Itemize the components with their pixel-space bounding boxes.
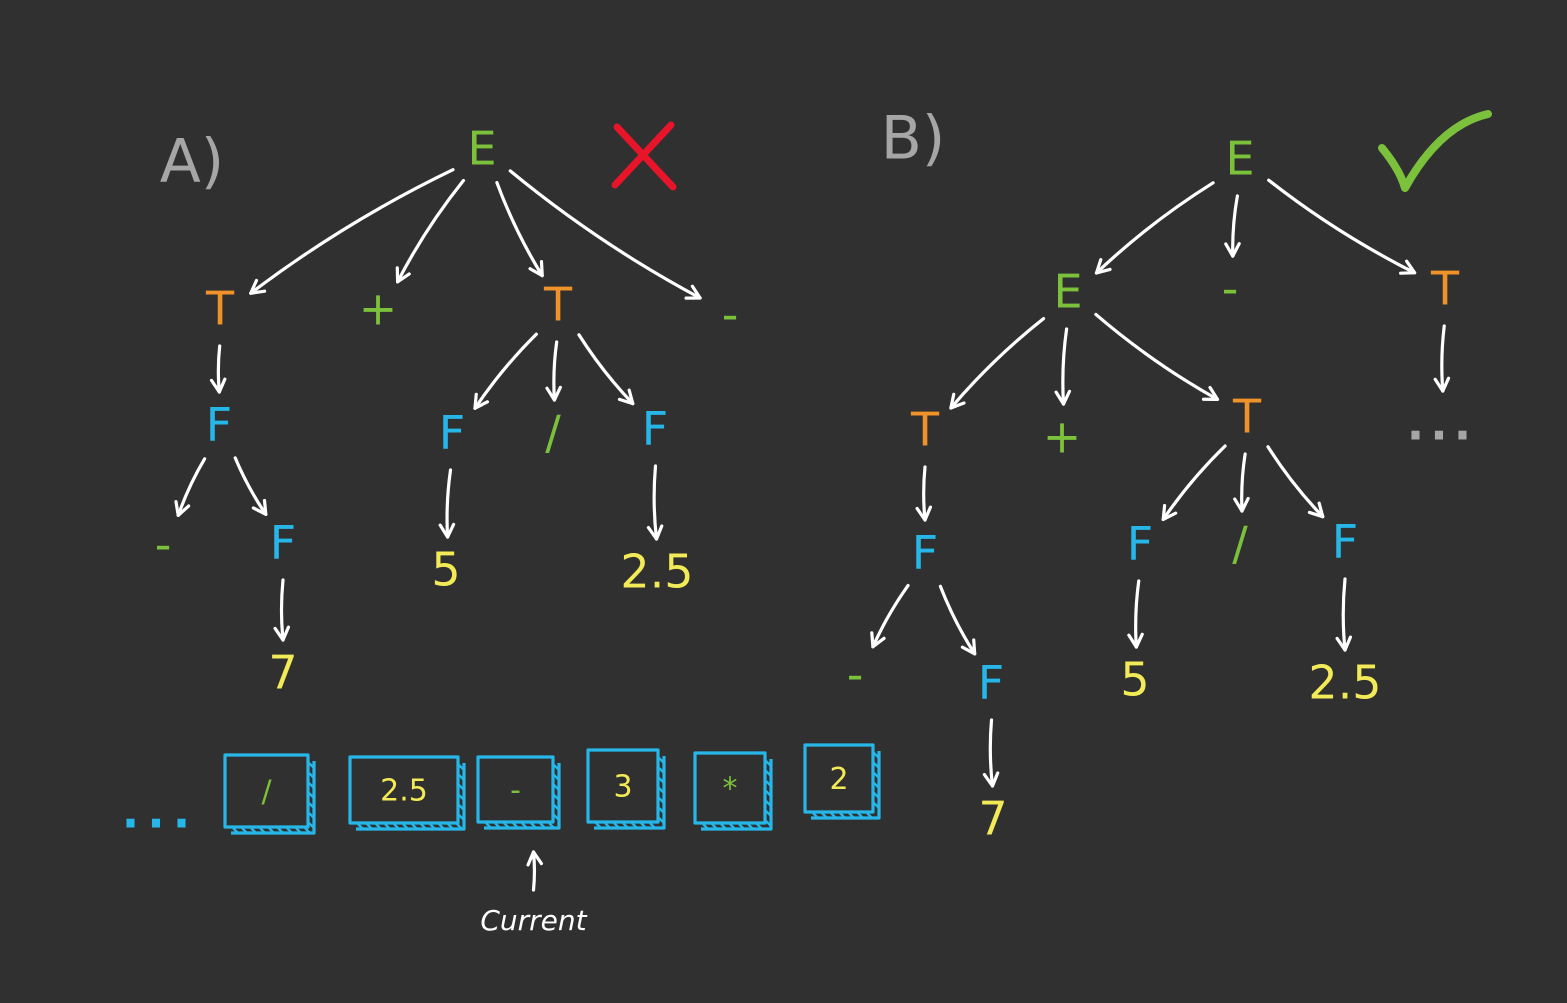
node-op: / bbox=[545, 406, 561, 460]
node-e: E bbox=[1053, 265, 1082, 319]
tree-edge bbox=[545, 340, 562, 402]
tree-edge bbox=[1094, 181, 1215, 275]
token-box: 3 bbox=[586, 748, 666, 830]
node-e: E bbox=[467, 122, 496, 176]
tree-edge bbox=[473, 332, 538, 410]
node-t: T bbox=[1430, 262, 1460, 316]
tree-edge bbox=[233, 456, 268, 516]
tree-edge bbox=[1224, 194, 1241, 258]
tree-edge bbox=[938, 584, 977, 656]
tree-edge bbox=[508, 169, 702, 300]
tree-edge bbox=[1433, 324, 1451, 393]
current-label: Current bbox=[480, 904, 587, 937]
token-text: 2.5 bbox=[380, 774, 428, 809]
token-text: 2 bbox=[829, 762, 848, 797]
tree-edge bbox=[1054, 327, 1072, 406]
tree-edge bbox=[209, 344, 227, 394]
node-t: T bbox=[910, 403, 940, 457]
tree-edge bbox=[1266, 445, 1325, 519]
node-num: 5 bbox=[431, 543, 460, 597]
node-op: + bbox=[359, 282, 398, 336]
node-op: - bbox=[722, 288, 739, 342]
node-op: / bbox=[1232, 517, 1248, 571]
current-pointer-arrow bbox=[526, 850, 544, 892]
tree-edge bbox=[982, 718, 1000, 788]
tree-edge bbox=[495, 180, 544, 278]
token-box: 2 bbox=[803, 743, 881, 820]
node-t: T bbox=[1232, 390, 1262, 444]
tree-edge bbox=[249, 168, 455, 295]
tree-edge bbox=[273, 578, 291, 642]
token-box: - bbox=[476, 755, 561, 830]
tree-edge bbox=[577, 333, 635, 406]
token-text: * bbox=[723, 772, 738, 807]
tree-edge bbox=[1335, 577, 1353, 652]
node-f: F bbox=[439, 406, 465, 460]
token-box: / bbox=[223, 753, 316, 835]
tree-edge bbox=[949, 317, 1046, 410]
tree-edge bbox=[646, 464, 664, 541]
node-num: 2.5 bbox=[620, 545, 693, 599]
svg-text:...: ... bbox=[1407, 397, 1477, 451]
cross-mark-icon bbox=[611, 121, 677, 191]
tree-edge bbox=[1161, 444, 1227, 522]
tree-edge bbox=[174, 457, 207, 517]
tree-edge bbox=[870, 583, 910, 649]
tree-edge bbox=[438, 468, 456, 539]
node-t: T bbox=[543, 278, 573, 332]
node-f: F bbox=[1332, 515, 1358, 569]
node-f: F bbox=[912, 526, 938, 580]
check-mark-icon bbox=[1378, 110, 1492, 192]
tree-edge bbox=[395, 178, 466, 284]
node-f: F bbox=[206, 398, 232, 452]
node-ellipsis: ... bbox=[1407, 397, 1477, 451]
token-leading-ellipsis: ... bbox=[122, 785, 198, 839]
node-op: + bbox=[1043, 410, 1082, 464]
node-f: F bbox=[978, 656, 1004, 710]
node-num: 2.5 bbox=[1308, 656, 1381, 710]
token-text: - bbox=[510, 773, 521, 808]
panel-b: B) E E - T... T + T F - F 7 F / F 5 2.5 bbox=[847, 104, 1492, 846]
token-text: / bbox=[261, 775, 272, 810]
node-f: F bbox=[642, 402, 668, 456]
node-num: 5 bbox=[1120, 653, 1149, 707]
token-box: 2.5 bbox=[348, 755, 466, 831]
node-num: 7 bbox=[268, 646, 297, 700]
node-op: - bbox=[155, 518, 172, 572]
node-e: E bbox=[1225, 132, 1254, 186]
panel-a: A) E T + T - F - F 7 F / F 5 2.5 bbox=[155, 121, 739, 700]
token-box: * bbox=[693, 751, 773, 831]
panel-label: A) bbox=[160, 127, 224, 197]
node-f: F bbox=[1127, 517, 1153, 571]
token-text: 3 bbox=[613, 770, 632, 805]
node-t: T bbox=[205, 282, 235, 336]
tree-edge bbox=[915, 465, 933, 522]
tree-edge bbox=[1233, 452, 1250, 513]
tree-edge bbox=[1094, 312, 1220, 401]
panel-label: B) bbox=[881, 104, 946, 174]
node-num: 7 bbox=[978, 792, 1007, 846]
node-f: F bbox=[270, 516, 296, 570]
tree-edge bbox=[1267, 178, 1417, 275]
node-op: - bbox=[847, 648, 864, 702]
tree-edge bbox=[1127, 579, 1144, 649]
node-op: - bbox=[1222, 262, 1239, 316]
